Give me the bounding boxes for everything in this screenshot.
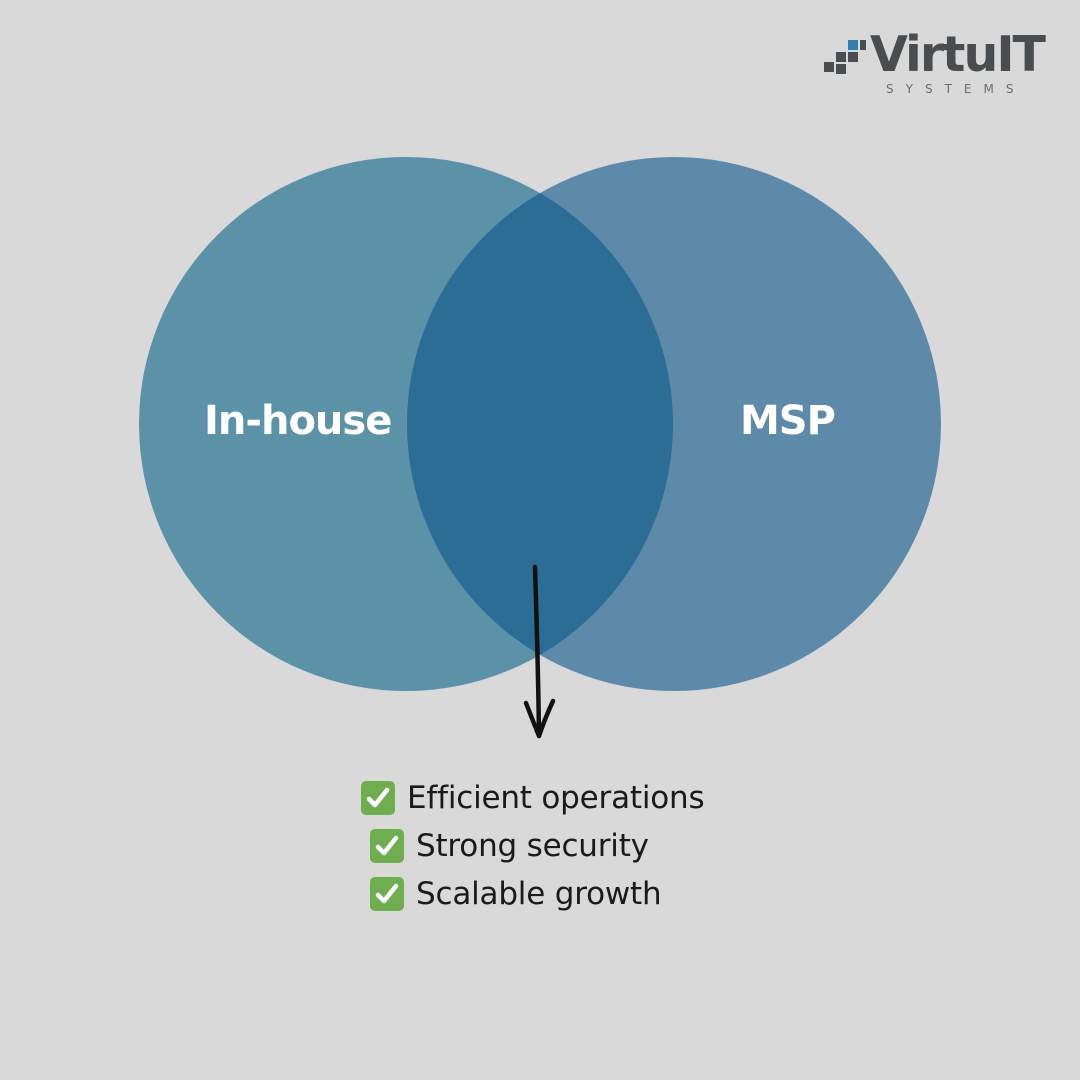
in-house-label: In-house bbox=[204, 398, 392, 444]
venn-overlap bbox=[407, 157, 673, 691]
msp-label: MSP bbox=[740, 398, 836, 444]
benefit-item: Scalable growth bbox=[370, 872, 662, 916]
logo-squares-icon bbox=[824, 40, 866, 74]
logo-tagline: SYSTEMS bbox=[886, 82, 1026, 96]
brand-logo: VirtuIT SYSTEMS bbox=[824, 30, 1046, 98]
benefit-item: Efficient operations bbox=[361, 776, 705, 820]
benefit-label: Strong security bbox=[416, 828, 649, 864]
logo-wordmark: VirtuIT bbox=[870, 26, 1046, 83]
arrow-down-icon bbox=[523, 564, 556, 739]
check-icon bbox=[370, 877, 404, 911]
check-icon bbox=[370, 829, 404, 863]
benefit-item: Strong security bbox=[370, 824, 649, 868]
benefit-label: Efficient operations bbox=[407, 780, 705, 816]
benefit-label: Scalable growth bbox=[416, 876, 662, 912]
check-icon bbox=[361, 781, 395, 815]
